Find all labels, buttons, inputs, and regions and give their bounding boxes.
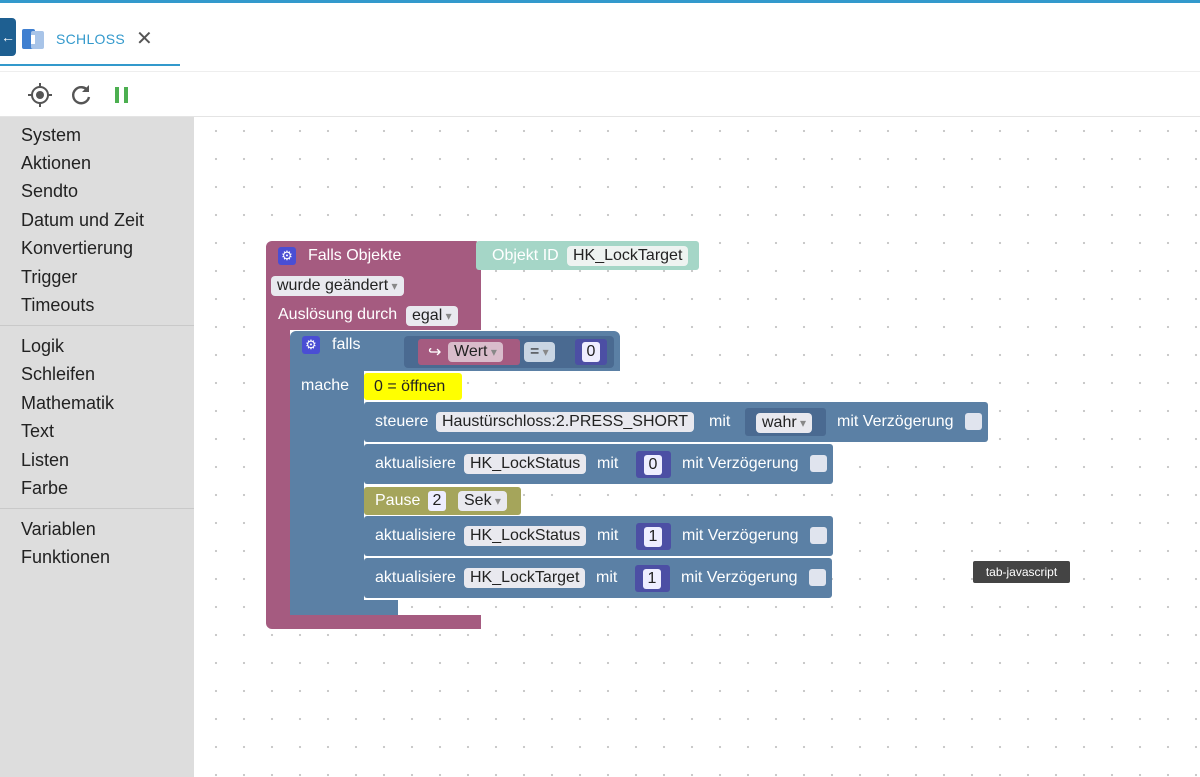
delay-label: mit Verzögerung (681, 569, 798, 586)
update-label: aktualisiere (375, 455, 456, 472)
delay-label: mit Verzögerung (837, 413, 954, 430)
delay-label: mit Verzögerung (682, 455, 799, 472)
category-system[interactable]: System (21, 125, 82, 145)
trigger-by-label: Auslösung durch (278, 306, 398, 323)
trigger-block-footer (266, 615, 481, 629)
category-mathematik[interactable]: Mathematik (21, 393, 115, 413)
delay-label: mit Verzögerung (682, 527, 799, 544)
tab-schloss[interactable]: SCHLOSS ✕ (0, 3, 180, 66)
pause-unit-dropdown[interactable]: Sek (458, 491, 507, 511)
update-value[interactable]: 1 (643, 569, 661, 589)
category-funktionen[interactable]: Funktionen (21, 547, 111, 567)
if-block-footer (290, 600, 398, 615)
update-label: aktualisiere (375, 569, 456, 586)
changed-dropdown[interactable]: wurde geändert (271, 276, 404, 296)
with-label: mit (597, 527, 619, 544)
with-label: mit (597, 455, 619, 472)
update-block[interactable] (364, 516, 833, 556)
trigger-block-arm (266, 330, 290, 619)
with-label: mit (709, 413, 731, 430)
comment-block[interactable] (364, 373, 462, 400)
top-accent-line (0, 0, 1200, 3)
if-block-arm (290, 371, 364, 615)
delay-checkbox[interactable] (810, 455, 827, 472)
update-block[interactable] (364, 558, 832, 598)
object-id-field[interactable]: HK_LockTarget (567, 246, 689, 266)
delay-checkbox[interactable] (809, 569, 826, 586)
category-timeouts[interactable]: Timeouts (21, 295, 95, 315)
category-logik[interactable]: Logik (21, 336, 65, 356)
category-konvertierung[interactable]: Konvertierung (21, 238, 134, 258)
trigger-title: Falls Objekte (308, 247, 402, 264)
update-object-field[interactable]: HK_LockStatus (464, 526, 587, 546)
trigger-by-dropdown[interactable]: egal (406, 306, 458, 326)
category-text[interactable]: Text (21, 421, 55, 441)
update-value[interactable]: 0 (644, 455, 662, 475)
gear-icon[interactable]: ⚙ (302, 336, 320, 354)
tooltip: tab-javascript (973, 561, 1070, 583)
update-block[interactable] (364, 444, 833, 484)
category-trigger[interactable]: Trigger (21, 267, 78, 287)
category-variablen[interactable]: Variablen (21, 519, 96, 539)
category-sendto[interactable]: Sendto (21, 181, 79, 201)
script-icon (22, 29, 44, 49)
do-label: mache (301, 377, 350, 394)
toolbar (0, 71, 1200, 117)
comment-text: 0 = öffnen (374, 378, 446, 395)
category-farbe[interactable]: Farbe (21, 478, 69, 498)
category-divider (0, 508, 194, 509)
back-icon[interactable]: ← (0, 18, 16, 56)
delay-checkbox[interactable] (810, 527, 827, 544)
with-label: mit (596, 569, 618, 586)
if-label: falls (332, 336, 361, 353)
bool-dropdown[interactable]: wahr (756, 413, 813, 433)
pause-label: Pause (375, 492, 421, 509)
pause-value[interactable]: 2 (428, 491, 446, 511)
tab-label: SCHLOSS (56, 31, 126, 47)
category-schleifen[interactable]: Schleifen (21, 364, 96, 384)
refresh-icon[interactable] (68, 82, 94, 108)
object-id-label: Objekt ID (492, 247, 559, 264)
category-listen[interactable]: Listen (21, 450, 70, 470)
category-divider (0, 325, 194, 326)
locate-icon[interactable] (27, 82, 53, 108)
control-label: steuere (375, 413, 429, 430)
control-object-field[interactable]: Haustürschloss:2.PRESS_SHORT (436, 412, 695, 432)
gear-icon[interactable]: ⚙ (278, 247, 296, 265)
update-object-field[interactable]: HK_LockStatus (464, 454, 587, 474)
close-icon[interactable]: ✕ (136, 28, 153, 50)
value-dropdown[interactable]: Wert (448, 342, 503, 362)
pause-icon[interactable] (109, 82, 135, 108)
delay-checkbox[interactable] (965, 413, 982, 430)
update-label: aktualisiere (375, 527, 456, 544)
update-value[interactable]: 1 (644, 527, 662, 547)
category-datum-und-zeit[interactable]: Datum und Zeit (21, 210, 145, 230)
update-object-field[interactable]: HK_LockTarget (464, 568, 586, 588)
category-sidebar: System Aktionen Sendto Datum und Zeit Ko… (0, 117, 194, 777)
compare-value[interactable]: 0 (582, 342, 600, 362)
operator-dropdown[interactable]: = (524, 342, 555, 362)
category-aktionen[interactable]: Aktionen (21, 153, 92, 173)
return-icon: ↪ (428, 344, 442, 361)
tab-bar: ← SCHLOSS ✕ (0, 3, 1200, 71)
